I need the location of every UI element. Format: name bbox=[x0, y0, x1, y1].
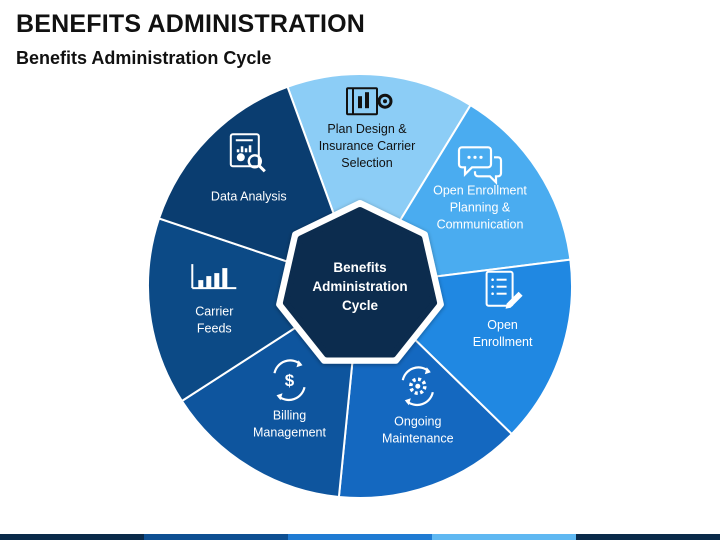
blueprint-gear-icon bbox=[346, 87, 393, 116]
page-subtitle: Benefits Administration Cycle bbox=[16, 48, 272, 68]
footer-stripe-band bbox=[432, 534, 576, 540]
footer-stripe-band bbox=[0, 534, 144, 540]
footer-stripe-band bbox=[144, 534, 288, 540]
footer-stripe-band bbox=[288, 534, 432, 540]
footer-stripe-band bbox=[576, 534, 720, 540]
bar-chart-icon bbox=[191, 264, 237, 290]
form-pen-icon bbox=[485, 270, 523, 309]
dollar-cycle-icon: $ bbox=[273, 359, 306, 402]
gear-cycle-icon bbox=[401, 366, 434, 407]
svg-text:$: $ bbox=[285, 371, 295, 390]
segment-slice bbox=[147, 217, 363, 403]
report-magnifier-icon bbox=[229, 133, 266, 173]
segment-slice bbox=[286, 73, 472, 289]
footer-stripe bbox=[0, 534, 720, 540]
chat-bubbles-icon bbox=[457, 146, 503, 185]
center-hub-shape bbox=[282, 207, 438, 358]
page-title: BENEFITS ADMINISTRATION bbox=[16, 10, 366, 38]
segment-label: Data Analysis bbox=[211, 189, 287, 203]
